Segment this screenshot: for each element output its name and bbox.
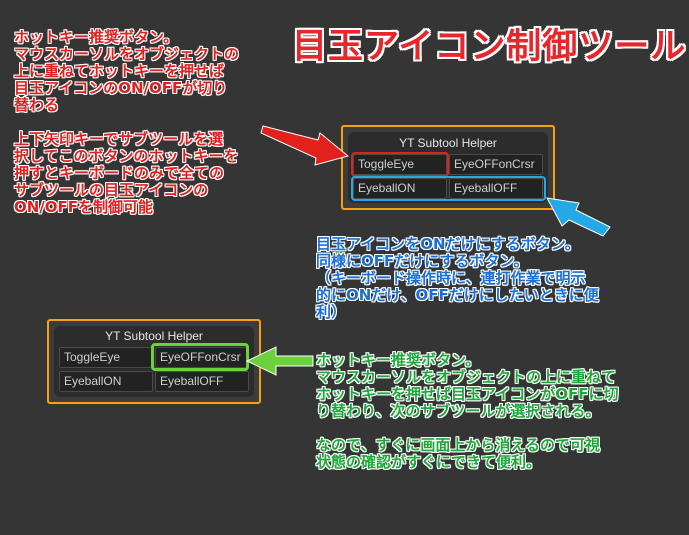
- blue-note-line: 的にONだけ、OFFだけにしたいときに便: [316, 286, 599, 304]
- green-note-line: なので、すぐに画面上から消えるので可視: [316, 436, 600, 454]
- red-note-line: 上下矢印キーでサブツールを選: [14, 130, 224, 148]
- blue-note-line: 同様にOFFだけにするボタン。: [316, 252, 529, 270]
- red-note-line: ホットキー推奨ボタン。: [14, 28, 179, 46]
- subtool-helper-panel-top: YT Subtool Helper ToggleEye EyeOFFonCrsr…: [341, 125, 555, 210]
- panel-title: YT Subtool Helper: [399, 136, 497, 150]
- eyeball-on-off-highlight: [351, 176, 546, 201]
- eye-off-on-cursor-button[interactable]: EyeOFFonCrsr: [449, 154, 543, 175]
- eyeball-off-button[interactable]: EyeballOFF: [449, 178, 543, 199]
- red-arrow-icon: [260, 125, 350, 166]
- toggle-eye-button[interactable]: ToggleEye: [353, 154, 447, 175]
- red-note-line: ON/OFFを制御可能: [14, 198, 154, 216]
- red-note-line: 目玉アイコンのON/OFFが切り: [14, 79, 228, 97]
- green-arrow-icon: [245, 346, 314, 376]
- blue-note-line: 目玉アイコンをONだけにするボタン。: [316, 235, 580, 253]
- eye-off-on-cursor-button[interactable]: EyeOFFonCrsr: [155, 347, 249, 368]
- page-title: 目玉アイコン制御ツール: [292, 27, 687, 67]
- eyeball-on-button[interactable]: EyeballON: [59, 371, 153, 392]
- green-note-line: マウスカーソルをオブジェクトの上に重ねて: [316, 368, 617, 386]
- green-annotation: ホットキー推奨ボタン。 マウスカーソルをオブジェクトの上に重ねて ホットキーを押…: [316, 352, 619, 471]
- red-annotation: ホットキー推奨ボタン。 マウスカーソルをオブジェクトの 上に重ねてホットキーを押…: [14, 29, 239, 216]
- red-note-line: サブツールの目玉アイコンの: [14, 181, 209, 199]
- green-note-line: ホットキーを押せば目玉アイコンがOFFに切: [316, 385, 619, 403]
- red-note-line: 替わる: [14, 96, 60, 114]
- blue-arrow-icon: [546, 197, 611, 237]
- eyeball-off-button[interactable]: EyeballOFF: [155, 371, 249, 392]
- subtool-helper-panel-bottom: YT Subtool Helper ToggleEye EyeOFFonCrsr…: [47, 319, 261, 404]
- eyeball-on-button[interactable]: EyeballON: [353, 178, 447, 199]
- green-note-line: 状態の確認がすぐにできて便利。: [316, 453, 542, 471]
- red-note-line: 押すとキーボードのみで全ての: [14, 164, 225, 182]
- red-note-line: 上に重ねてホットキーを押せば: [14, 62, 225, 80]
- red-note-line: 択してこのボタンのホットキーを: [14, 147, 239, 165]
- blue-note-line: 利）: [316, 303, 347, 321]
- blue-note-line: （キーボード操作時に、連打作業で明示: [316, 269, 586, 287]
- blue-annotation: 目玉アイコンをONだけにするボタン。 同様にOFFだけにするボタン。 （キーボー…: [316, 236, 599, 321]
- red-note-line: マウスカーソルをオブジェクトの: [14, 45, 240, 63]
- eye-off-on-cursor-highlight: [151, 343, 249, 371]
- green-note-line: り替わり、次のサブツールが選択される。: [316, 402, 601, 420]
- panel-title: YT Subtool Helper: [105, 329, 203, 343]
- green-note-line: ホットキー推奨ボタン。: [316, 351, 481, 369]
